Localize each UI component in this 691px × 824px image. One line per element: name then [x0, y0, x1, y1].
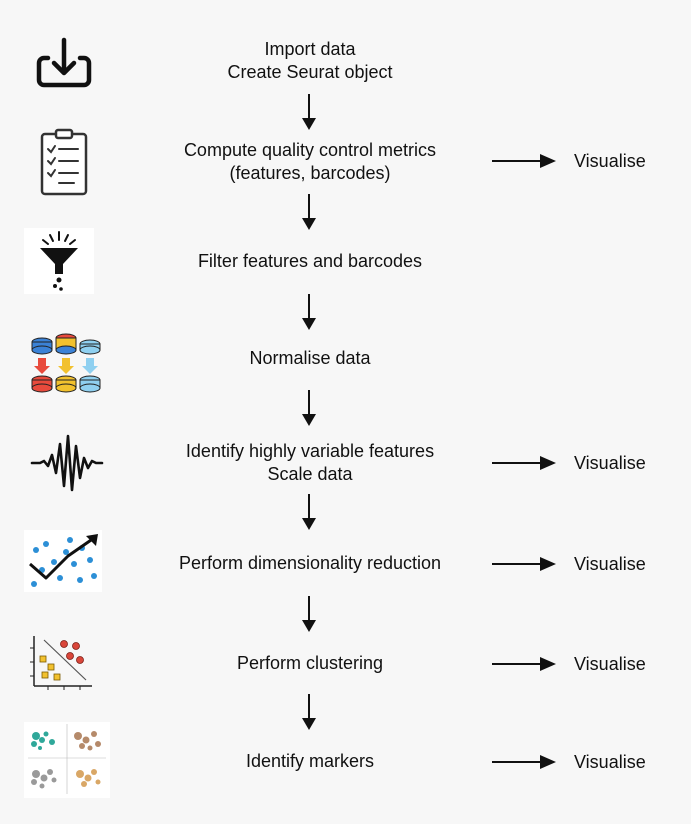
scatter-trend-icon	[24, 530, 102, 592]
visualise-label: Visualise	[574, 752, 646, 772]
import-icon	[24, 32, 104, 98]
right-arrow	[492, 657, 556, 671]
step-label-line: Identify markers	[245, 751, 375, 771]
down-arrow	[300, 390, 318, 426]
step-label-line: Create Seurat object	[227, 62, 393, 82]
visualise-label: Visualise	[574, 554, 646, 574]
step-label: Normalise data	[160, 347, 460, 370]
step-label-line: Normalise data	[249, 348, 371, 368]
step-label-line: Import data	[264, 39, 356, 59]
down-arrow	[300, 294, 318, 330]
step-label: Identify markers	[160, 750, 460, 773]
step-label-line: Compute quality control metrics	[183, 140, 437, 160]
funnel-filter-icon	[24, 228, 94, 294]
clipboard-checklist-icon	[24, 128, 104, 196]
step-label: Compute quality control metrics (feature…	[160, 139, 460, 185]
database-normalise-icon	[24, 330, 104, 396]
waveform-icon	[24, 430, 104, 496]
step-label-line: Scale data	[267, 464, 353, 484]
step-label-line: Identify highly variable features	[185, 441, 435, 461]
step-label: Import data Create Seurat object	[160, 38, 460, 84]
marker-umap-icon	[24, 722, 110, 798]
right-arrow	[492, 154, 556, 168]
step-label-line: (features, barcodes)	[229, 163, 391, 183]
visualise-label: Visualise	[574, 453, 646, 473]
down-arrow	[300, 694, 318, 730]
step-label: Perform clustering	[160, 652, 460, 675]
step-label: Identify highly variable features Scale …	[160, 440, 460, 486]
down-arrow	[300, 94, 318, 130]
step-label: Perform dimensionality reduction	[160, 552, 460, 575]
right-arrow	[492, 755, 556, 769]
right-arrow	[492, 557, 556, 571]
down-arrow	[300, 596, 318, 632]
step-label-line: Perform dimensionality reduction	[178, 553, 442, 573]
step-label-line: Perform clustering	[236, 653, 384, 673]
cluster-scatter-icon	[24, 632, 94, 692]
visualise-label: Visualise	[574, 654, 646, 674]
step-label: Filter features and barcodes	[160, 250, 460, 273]
down-arrow	[300, 194, 318, 230]
step-label-line: Filter features and barcodes	[197, 251, 423, 271]
right-arrow	[492, 456, 556, 470]
visualise-label: Visualise	[574, 151, 646, 171]
down-arrow	[300, 494, 318, 530]
